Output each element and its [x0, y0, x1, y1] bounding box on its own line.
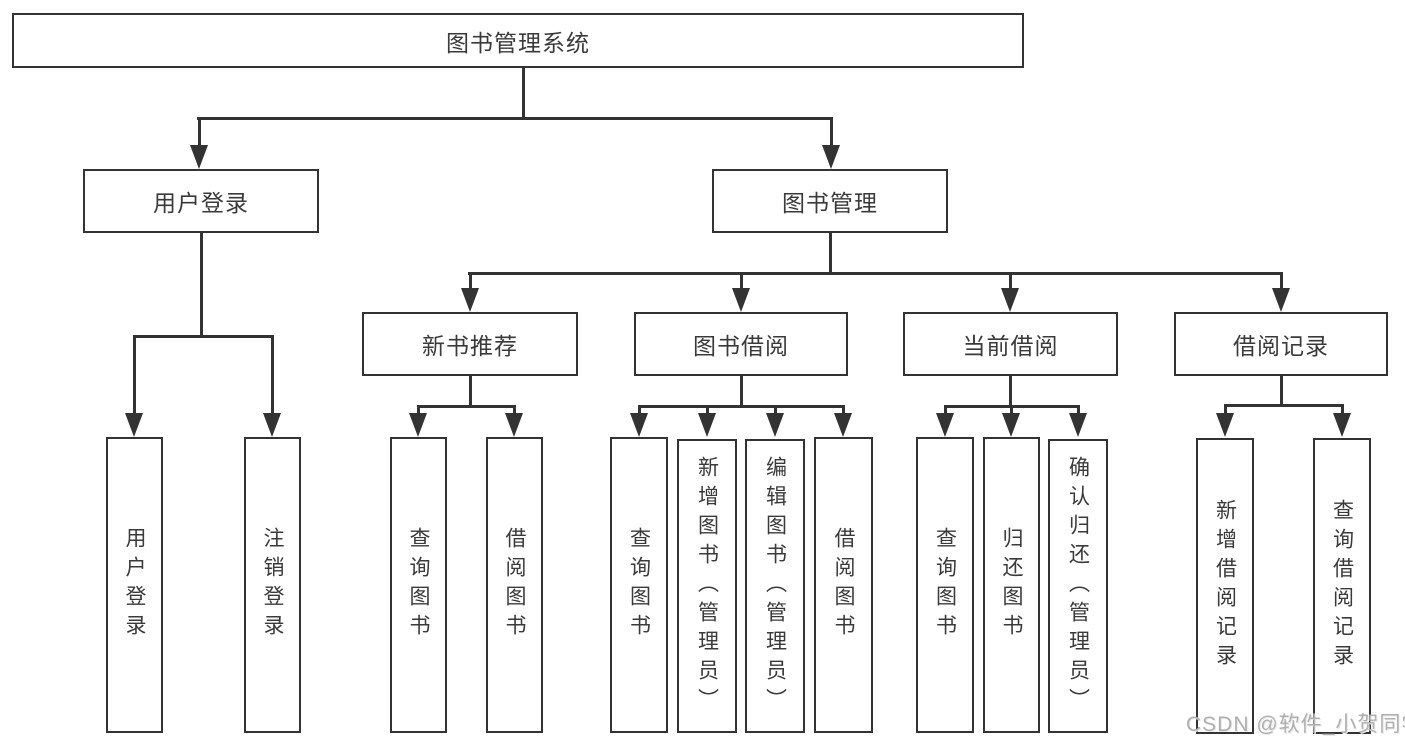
node-add-book-admin: 新增图书（管理员） [677, 439, 737, 733]
connector-line [1077, 405, 1080, 417]
connector-line [829, 233, 832, 274]
node-return-books: 归还图书 [983, 437, 1040, 733]
connector-line [1224, 404, 1343, 407]
node-add-borrow-record: 新增借阅记录 [1196, 438, 1254, 734]
arrow-down-icon [1272, 288, 1290, 312]
connector-line [271, 335, 274, 415]
connector-line [1280, 272, 1283, 290]
connector-line [200, 233, 203, 336]
node-query-borrow-record: 查询借阅记录 [1313, 438, 1371, 734]
csdn-watermark: CSDN @软件_小贺同学 [1186, 713, 1405, 736]
connector-line [740, 376, 743, 407]
connector-line [638, 405, 845, 408]
connector-line [706, 405, 709, 417]
connector-line [1280, 376, 1283, 406]
arrow-down-icon [766, 413, 784, 437]
node-confirm-return-admin: 确认归还（管理员） [1048, 439, 1108, 733]
arrow-down-icon [936, 413, 954, 437]
arrow-down-icon [698, 413, 716, 437]
arrow-down-icon [822, 145, 840, 169]
arrow-down-icon [125, 413, 143, 437]
node-logout-leaf: 注销登录 [244, 437, 301, 733]
node-borrow-records: 借阅记录 [1174, 312, 1388, 376]
node-user-login: 用户登录 [83, 169, 319, 233]
connector-line [1224, 404, 1227, 417]
node-root-system: 图书管理系统 [12, 13, 1024, 68]
node-borrow-books-recommend: 借阅图书 [486, 437, 543, 733]
connector-line [417, 405, 420, 417]
connector-line [830, 118, 833, 147]
node-query-books-current: 查询图书 [916, 437, 974, 733]
arrow-down-icon [732, 288, 750, 312]
node-new-book-recommend: 新书推荐 [362, 312, 578, 376]
arrow-down-icon [1333, 413, 1351, 437]
connector-line [197, 117, 833, 120]
node-user-login-leaf: 用户登录 [106, 437, 163, 733]
connector-line [638, 405, 641, 417]
connector-line [133, 335, 136, 415]
connector-line [1341, 404, 1344, 417]
arrow-down-icon [263, 413, 281, 437]
node-query-books-recommend: 查询图书 [390, 437, 447, 733]
connector-line [469, 376, 472, 407]
arrow-down-icon [1069, 413, 1087, 437]
node-borrow-books-leaf: 借阅图书 [814, 437, 873, 733]
connector-line [198, 118, 201, 147]
arrow-down-icon [505, 413, 523, 437]
connector-line [417, 405, 516, 408]
arrow-down-icon [461, 288, 479, 312]
connector-line [944, 405, 947, 417]
arrow-down-icon [190, 145, 208, 169]
connector-line [740, 272, 743, 290]
connector-line [1009, 376, 1012, 407]
node-book-borrow: 图书借阅 [634, 312, 848, 376]
arrow-down-icon [1216, 413, 1234, 437]
node-edit-book-admin: 编辑图书（管理员） [745, 439, 805, 733]
connector-line [513, 405, 516, 417]
connector-line [842, 405, 845, 417]
connector-line [522, 66, 525, 119]
arrow-down-icon [630, 413, 648, 437]
arrow-down-icon [1001, 288, 1019, 312]
node-book-management: 图书管理 [712, 169, 948, 233]
connector-line [1009, 272, 1012, 290]
arrow-down-icon [1002, 413, 1020, 437]
node-query-books-borrow: 查询图书 [610, 437, 668, 733]
connector-line [468, 272, 1282, 275]
connector-line [469, 272, 472, 290]
connector-line [133, 335, 273, 338]
arrow-down-icon [409, 413, 427, 437]
arrow-down-icon [834, 413, 852, 437]
connector-line [1010, 405, 1013, 417]
connector-line [774, 405, 777, 417]
node-current-borrow: 当前借阅 [903, 312, 1118, 376]
